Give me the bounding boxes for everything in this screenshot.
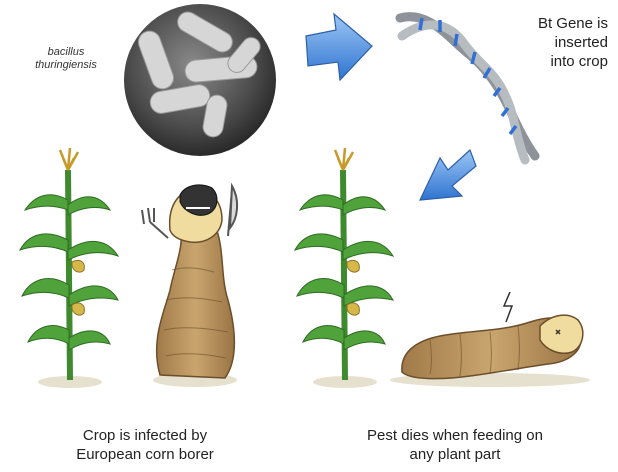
bt-gene-label-line-3: into crop (478, 52, 608, 71)
bt-gene-label: Bt Gene is inserted into crop (478, 14, 608, 71)
bacteria-micrograph-icon (124, 4, 276, 156)
dead-caterpillar-icon (390, 292, 590, 387)
bt-gene-label-line-1: Bt Gene is (478, 14, 608, 33)
bt-gene-label-line-2: inserted (478, 33, 608, 52)
bacillus-label-line-1: bacillus (8, 46, 124, 59)
arrow-right-icon (306, 14, 372, 80)
bacillus-label-line-2: thuringiensis (8, 59, 124, 72)
caption-infected-line-1: Crop is infected by (20, 426, 270, 445)
caption-pest-dies: Pest dies when feeding on any plant part (305, 426, 605, 464)
caterpillar-with-utensils-icon (142, 185, 237, 387)
corn-plant-icon (20, 148, 118, 388)
caption-infected-line-2: European corn borer (20, 445, 270, 464)
bacillus-label: bacillus thuringiensis (8, 46, 124, 72)
arrow-down-left-icon (420, 150, 476, 200)
caption-pest-dies-line-2: any plant part (305, 445, 605, 464)
caption-pest-dies-line-1: Pest dies when feeding on (305, 426, 605, 445)
caption-infected: Crop is infected by European corn borer (20, 426, 270, 464)
corn-plant-icon (295, 148, 393, 388)
